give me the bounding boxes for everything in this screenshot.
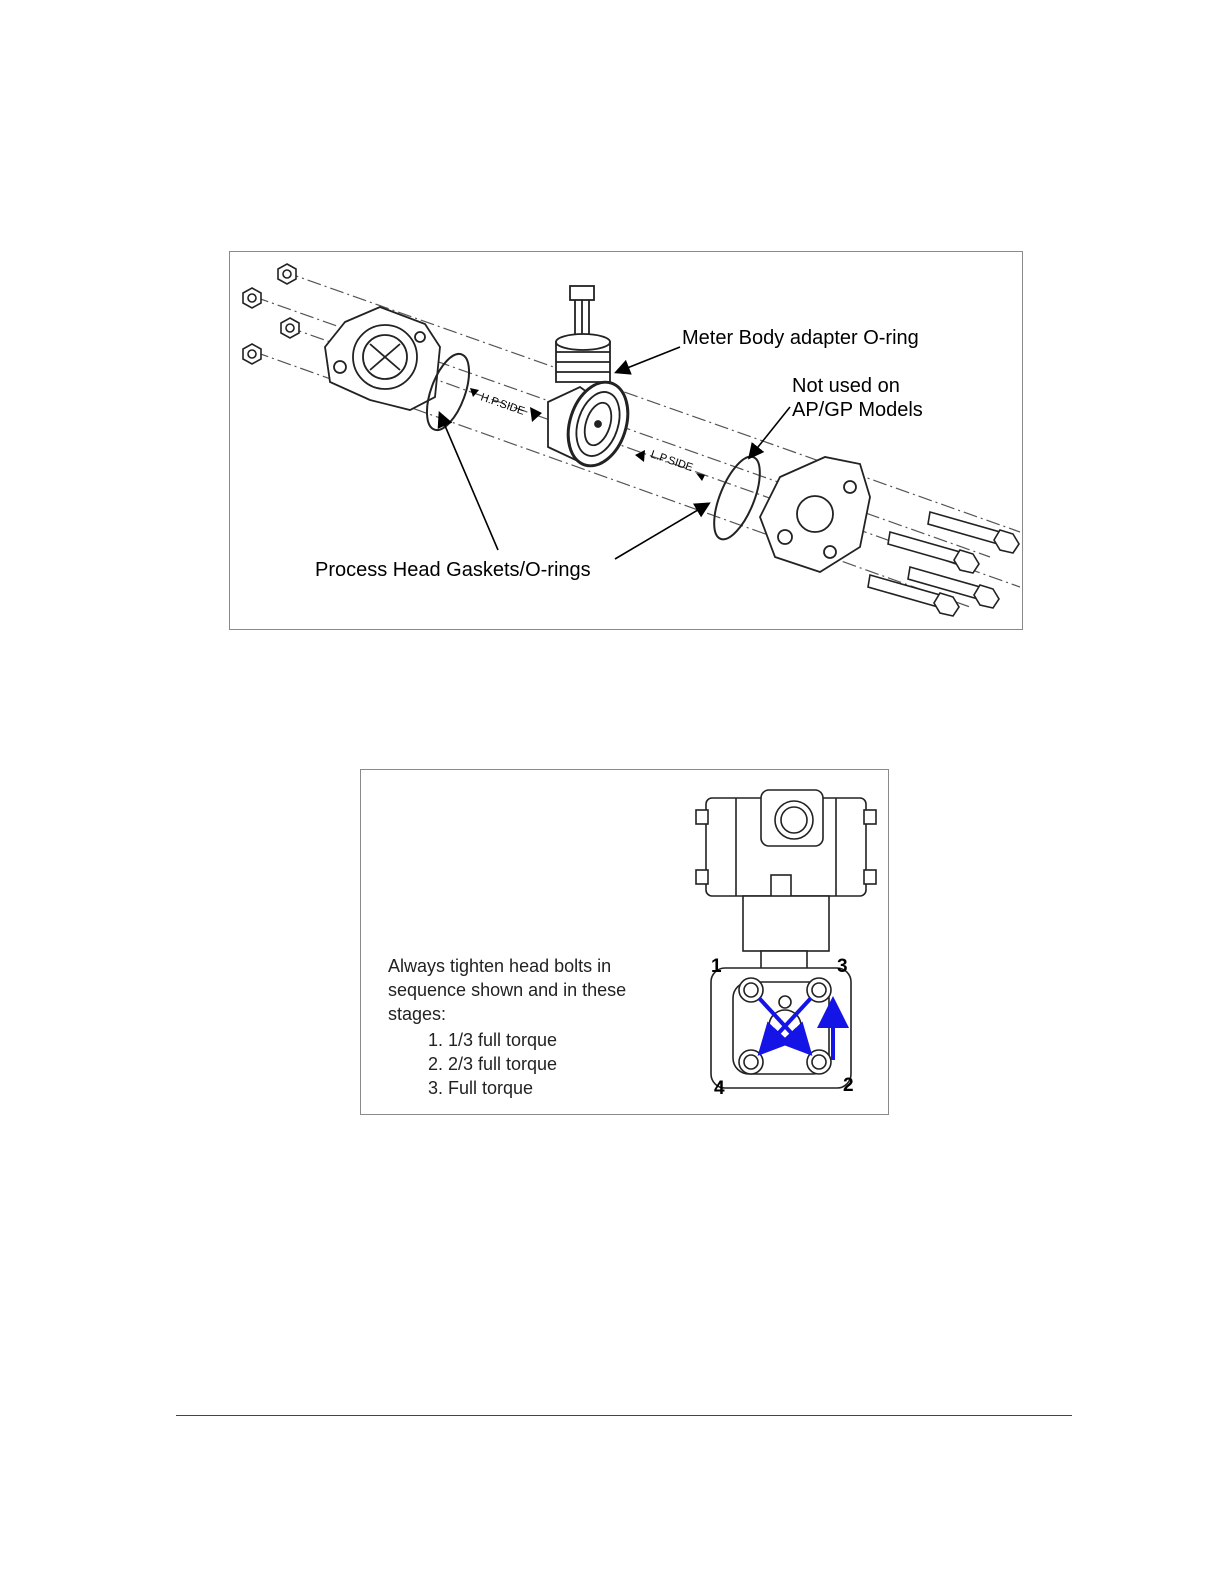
footer-rule bbox=[176, 1415, 1072, 1416]
hp-side-arrow-icon bbox=[530, 407, 542, 422]
bolt-number-2: 2 bbox=[843, 1076, 854, 1096]
not-used-callout-line2: AP/GP Models bbox=[792, 398, 923, 422]
process-head-callout: Process Head Gaskets/O-rings bbox=[315, 558, 591, 582]
hp-side-label: H.P.SIDE bbox=[479, 391, 526, 417]
bolt-number-3: 3 bbox=[837, 957, 848, 977]
not-used-callout-line1: Not used on bbox=[792, 374, 900, 398]
bolt-number-4: 4 bbox=[714, 1079, 725, 1099]
meter-body bbox=[548, 286, 638, 474]
exploded-view-figure: H.P.SIDE L.P.SIDE bbox=[229, 251, 1023, 630]
transmitter-drawing bbox=[361, 770, 889, 1115]
left-process-head bbox=[325, 307, 440, 410]
bolt-number-1: 1 bbox=[711, 957, 722, 977]
bolts bbox=[868, 512, 1019, 616]
meter-body-callout: Meter Body adapter O-ring bbox=[682, 326, 919, 350]
electronics-housing bbox=[696, 790, 876, 969]
nuts bbox=[243, 264, 299, 364]
bolt-sequence-figure: Always tighten head bolts in sequence sh… bbox=[360, 769, 889, 1115]
right-process-head bbox=[760, 457, 870, 572]
lp-side-label: L.P.SIDE bbox=[649, 448, 694, 474]
lp-gasket-o-ring bbox=[705, 451, 769, 545]
